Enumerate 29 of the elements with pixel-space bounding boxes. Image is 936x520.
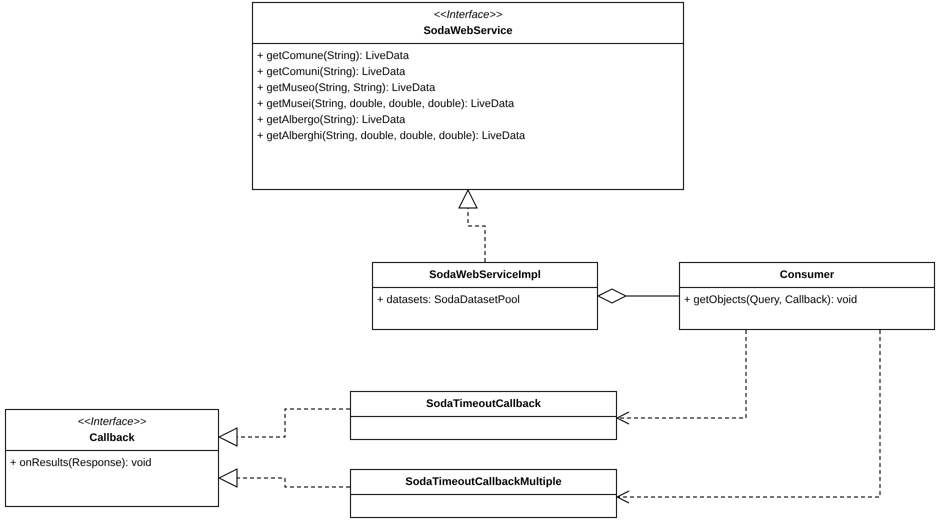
class-box [252,2,684,190]
stereotype-label: <<Interface>> [432,8,504,23]
class-name: SodaTimeoutCallback [425,397,542,412]
method-text: + getAlberghi(String, double, double, double): LiveData [257,129,526,144]
method-text: + getMuseo(String, String): LiveData [257,81,436,96]
method-text: + getObjects(Query, Callback): void [684,293,858,308]
class-box [679,262,935,330]
realization-arrow [458,190,486,262]
class-name: Callback [88,431,136,446]
class-box [5,409,219,507]
class-name: SodaWebService [422,24,514,39]
aggregation-line [598,288,680,304]
method-text: + getComuni(String): LiveData [257,65,406,80]
dependency-arrow [616,330,880,504]
stereotype-label: <<Interface>> [76,415,148,430]
method-text: + getAlbergo(String): LiveData [257,113,406,128]
method-text: + getComune(String): LiveData [257,49,410,64]
method-text: + getMusei(String, double, double, double): LiveData [257,97,516,112]
class-name: SodaWebServiceImpl [428,268,542,283]
method-text: + onResults(Response): void [10,456,153,471]
class-box [350,391,617,440]
attribute-text: + datasets: SodaDatasetPool [377,293,521,308]
realization-arrow [218,408,350,446]
class-name: SodaTimeoutCallbackMultiple [404,475,563,490]
class-box [372,262,598,330]
realization-arrow [218,468,350,488]
dependency-arrow [616,330,746,424]
class-box [350,469,617,518]
class-name: Consumer [778,268,836,283]
